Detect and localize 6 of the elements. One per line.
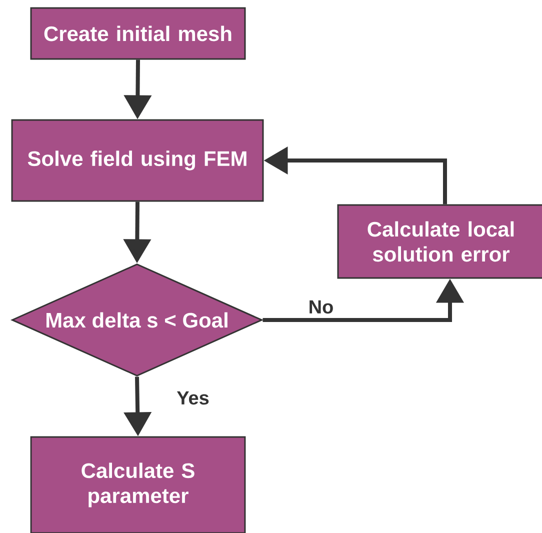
- process-box: Calculate S parameter: [30, 436, 246, 533]
- process-box: Calculate local solution error: [337, 204, 542, 279]
- process-box: Create initial mesh: [30, 7, 246, 60]
- edge-label: Yes: [176, 390, 210, 406]
- process-box: Solve field using FEM: [11, 119, 264, 202]
- edge-label: No: [307, 299, 335, 315]
